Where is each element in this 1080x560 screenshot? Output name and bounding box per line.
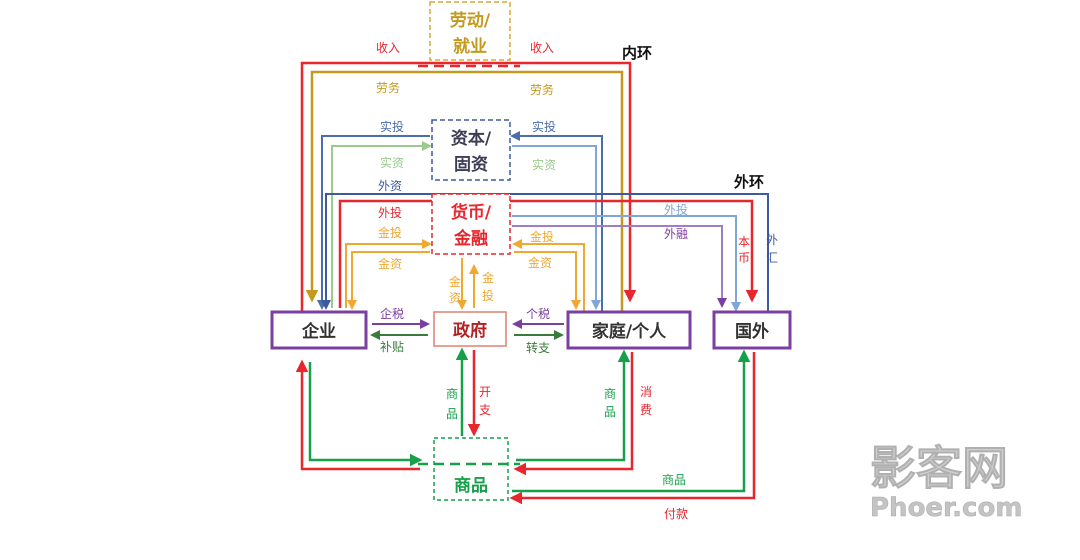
node-money-line1: 货币/ [451,202,492,223]
ring-outer-label: 外环 [733,173,764,191]
label-income-left: 收入 [376,41,400,55]
node-capital-box [431,119,511,181]
label-gov-goods-1: 商 [446,386,458,401]
node-labor-box [429,1,511,61]
node-enterprise-label: 企业 [301,321,336,342]
label-invest-left: 实投 [380,119,404,134]
label-fin-invest-right: 金投 [530,229,554,244]
label-capital-right: 实资 [532,157,556,172]
node-foreign-box [712,310,792,350]
label-income-right: 收入 [530,41,554,55]
flow-goods-enterprise-green-line [308,362,423,467]
node-capital-line1: 资本/ [451,128,492,149]
node-government-box [433,311,507,347]
watermark-line2: Phoer.com [870,493,1022,523]
flow-fin-invest-left-line [345,239,432,308]
watermark-line1: 影客网 [870,441,1008,495]
label-labor-right: 劳务 [530,82,554,97]
flow-goods-enterprise-line [295,359,420,471]
label-gov-fin-capital-1: 金 [449,274,461,289]
flow-labor-line [305,70,624,312]
label-invest-right: 实投 [532,119,556,134]
label-foreign-capital: 外资 [378,179,402,193]
flow-income-line [300,61,637,312]
flow-foreign-invest-line [338,199,759,308]
flow-hh-foreign-invest-line [512,215,741,312]
label-corp-tax: 企税 [380,306,404,321]
flow-invest-right-line [510,131,603,312]
node-government-label: 政府 [453,320,487,341]
label-hh-goods-2: 品 [604,405,616,419]
flow-invest-left-line [317,135,430,310]
label-capital-left: 实资 [380,155,404,170]
label-foreign-exchange-2: 汇 [766,251,778,265]
node-household-box [566,310,692,350]
label-fin-capital-right: 金资 [528,255,552,270]
label-gov-fin-capital-2: 资 [449,291,461,305]
flow-fin-capital-left-line [347,251,430,310]
node-money-line2: 金融 [453,228,488,249]
node-labor-line2: 就业 [453,36,487,57]
label-transfer: 转支 [526,340,550,355]
label-local-currency-1: 本 [738,235,750,249]
label-fin-capital-left: 金资 [378,256,402,271]
flow-foreign-capital-line [321,193,769,312]
label-foreign-invest-right: 外投 [664,202,688,217]
label-gov-spending-2: 支 [479,403,491,417]
flow-hh-goods-line [516,349,631,462]
label-foreign-exchange-1: 外 [766,233,778,247]
node-capital-line2: 固资 [454,154,488,175]
label-local-currency-2: 币 [738,251,750,265]
label-foreign-invest-left: 外投 [378,205,402,220]
label-gov-fin-invest-1: 金 [482,270,494,285]
label-foreign-fin: 外融 [664,227,688,241]
label-gov-goods-2: 品 [446,407,458,421]
label-foreign-goods: 商品 [662,472,686,487]
node-goods-box [433,437,509,501]
node-goods-label: 商品 [454,475,488,496]
flow-foreign-fin-line [512,225,727,308]
node-foreign-label: 国外 [735,321,769,342]
label-hh-goods-1: 商 [604,386,616,401]
label-foreign-payment: 付款 [664,507,688,521]
node-labor-line1: 劳动/ [450,10,491,31]
flow-fin-capital-right-line [514,251,581,310]
flow-capital-left-line [331,141,432,308]
ring-inner-label: 内环 [622,44,652,62]
node-enterprise-box [270,310,368,350]
node-household-label: 家庭/个人 [592,321,667,342]
label-gov-spending-1: 开 [479,385,491,399]
label-hh-consume-2: 费 [640,403,652,417]
label-gov-fin-invest-2: 投 [482,288,494,303]
label-hh-consume-1: 消 [640,385,652,399]
flow-hh-consume-line [513,352,634,476]
flow-foreign-goods-line [512,349,751,493]
label-subsidy: 补贴 [380,340,404,354]
node-money-box [431,193,511,255]
label-personal-tax: 个税 [526,307,550,321]
flow-fin-invest-right-line [512,239,585,312]
flow-capital-right-line [512,145,601,310]
label-fin-invest-left: 金投 [378,225,402,240]
flow-foreign-payment-line [509,352,756,505]
label-labor-left: 劳务 [376,80,400,95]
